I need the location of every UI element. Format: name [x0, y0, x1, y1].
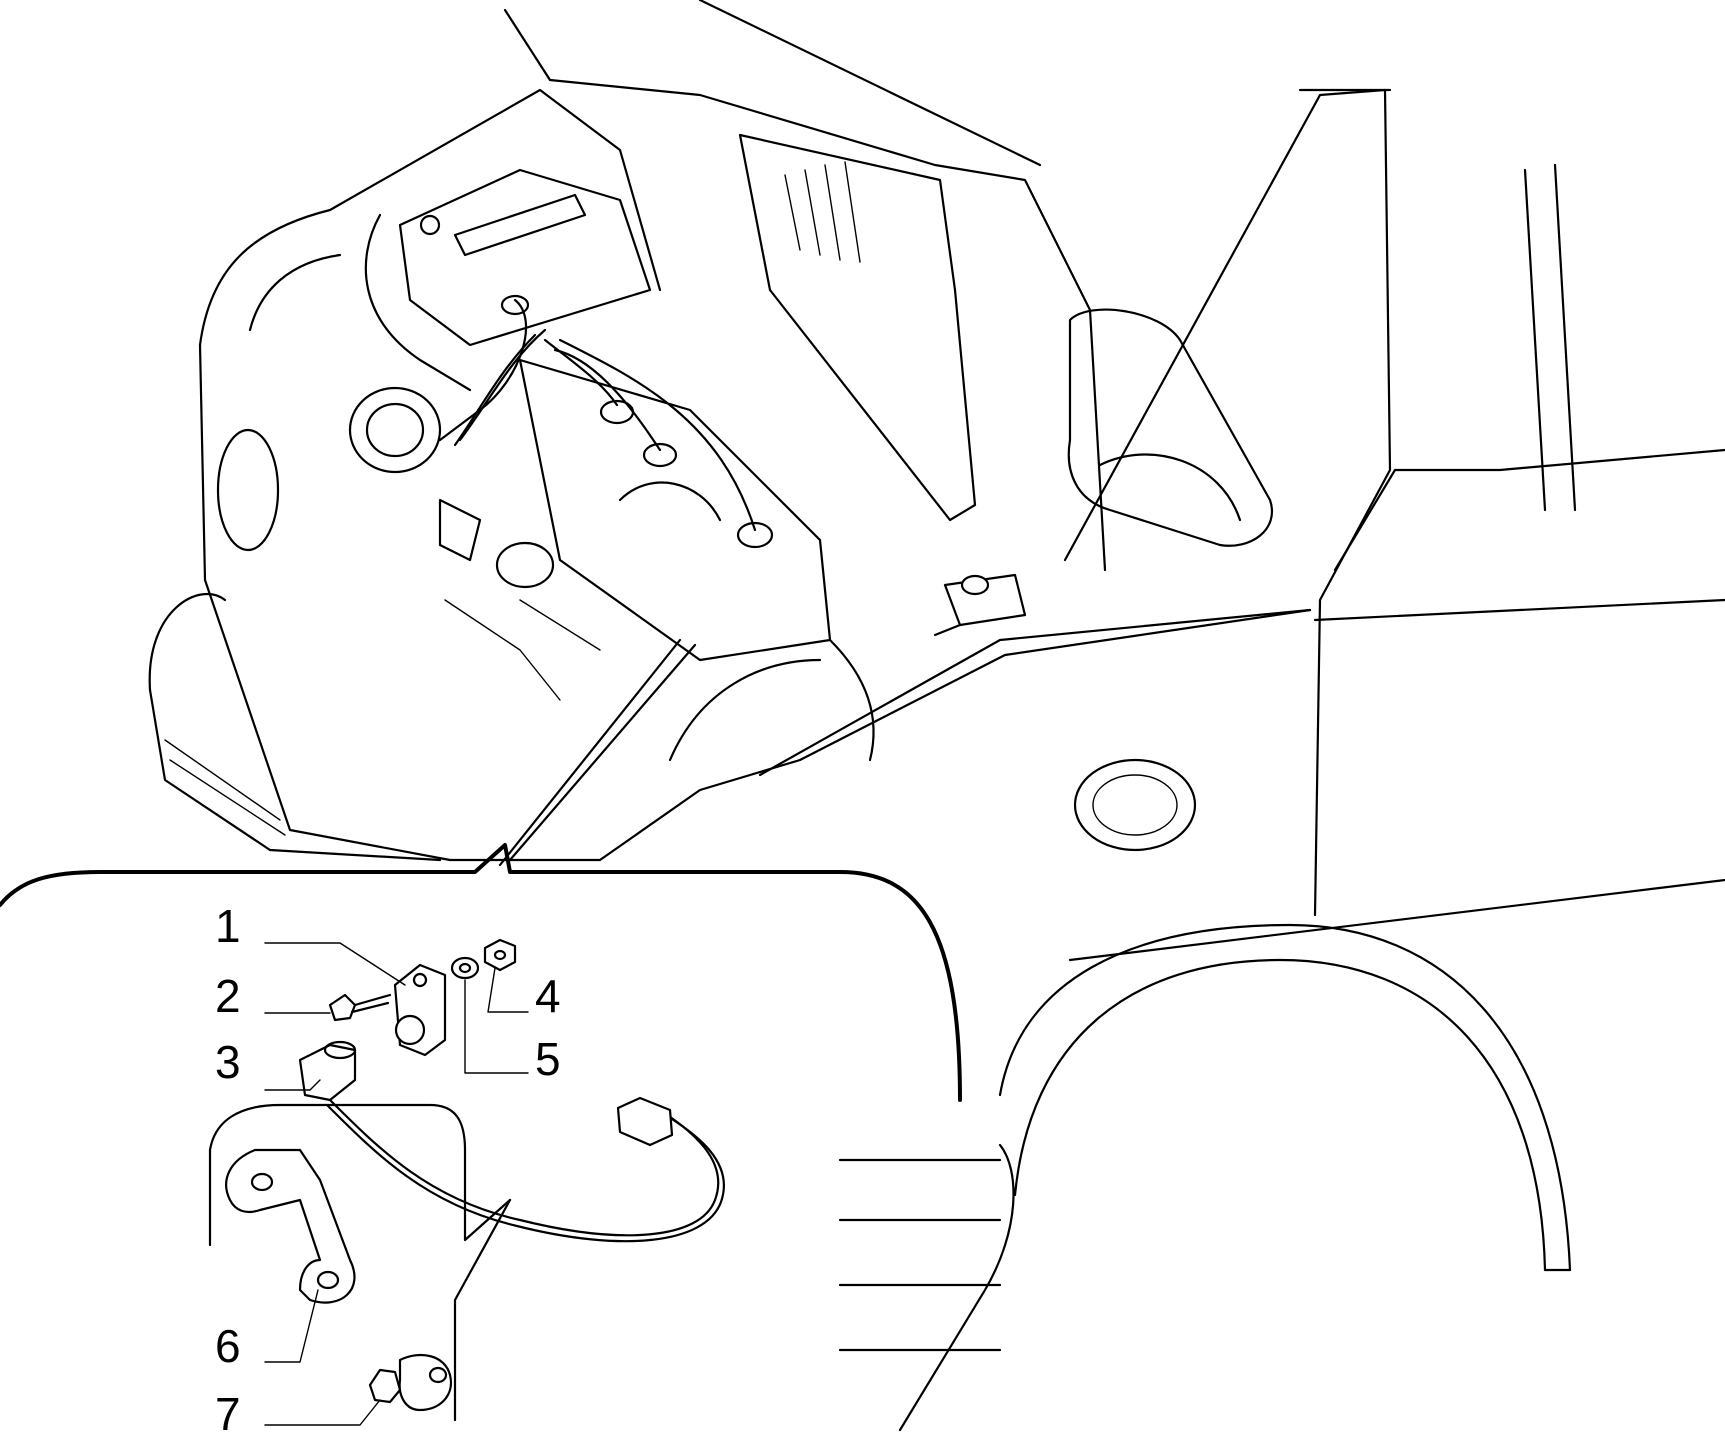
leader-5: [464, 979, 529, 1074]
door-window-line: [1333, 448, 1725, 572]
sill-ribs: [838, 1158, 1002, 1352]
sensor-cable: [328, 1098, 720, 1237]
b-pillar-lines: [1523, 163, 1577, 512]
parts: [208, 938, 725, 1422]
front-lamp: [216, 428, 280, 552]
side-repeater-lens: [1092, 774, 1178, 836]
callout-4: 4: [535, 970, 561, 1022]
part-6-mount-bracket: [225, 1148, 356, 1304]
callout-5: 5: [535, 1033, 561, 1085]
detail-leader: [498, 638, 697, 867]
bumper-trim: [164, 739, 286, 836]
part-4-nut: [483, 938, 517, 972]
sub-inset-leader: [453, 1198, 512, 1422]
leader-7: [264, 1399, 381, 1426]
bay-frame-inner: [248, 253, 342, 332]
callout-leaders: [264, 942, 529, 1426]
a-pillar: [1063, 88, 1392, 917]
inset-border: [0, 843, 962, 1102]
front-bumper-lower: [148, 688, 442, 862]
car-body: [148, 0, 1725, 1432]
callout-1: 1: [215, 900, 241, 952]
spark-plug-boots: [500, 294, 774, 549]
part-3-sensor-cable: [298, 1040, 725, 1243]
cylinder-head: [518, 358, 832, 662]
callout-3: 3: [215, 1036, 241, 1088]
alternator: [348, 386, 442, 474]
part-7-sensor-plug: [368, 1353, 453, 1412]
mirror-detail: [1098, 453, 1242, 522]
detail-inset: [0, 843, 962, 1102]
bonnet-edge: [698, 0, 1042, 167]
callout-numbers: 1 2 3 4 5 6 7: [215, 900, 561, 1440]
bay-frame-top: [198, 88, 662, 347]
door-beltline: [1313, 598, 1725, 622]
leader-1: [264, 942, 406, 986]
bay-frame-lower: [198, 343, 1312, 862]
battery-cover-strip: [453, 193, 587, 257]
bay-panel-curve: [668, 658, 822, 762]
battery: [398, 168, 652, 347]
side-repeater-lamp: [1073, 758, 1197, 852]
body-crease: [1068, 878, 1725, 962]
callout-2: 2: [215, 970, 241, 1022]
cable-connector: [616, 1096, 674, 1147]
engine-compartment: [348, 168, 1027, 762]
side-mirror: [1067, 308, 1273, 547]
bracket-body: [225, 1148, 356, 1304]
leader-3: [264, 1079, 321, 1091]
leader-4: [487, 967, 529, 1013]
callout-6: 6: [215, 1320, 241, 1372]
head-detail: [618, 481, 722, 522]
bonnet-inner-panel: [738, 133, 977, 522]
oil-filler-cap: [495, 541, 555, 589]
battery-terminal: [419, 214, 441, 236]
wheel-arch-inner: [1013, 958, 1547, 1272]
callout-7: 7: [215, 1388, 241, 1440]
bonnet-label-hatch: [784, 161, 861, 263]
carburettor: [438, 498, 482, 562]
part-2-bolt: [328, 993, 392, 1022]
ht-leads: [364, 213, 757, 532]
reservoir-hose: [933, 623, 962, 637]
part-5-washer: [450, 956, 480, 980]
fender-top: [758, 608, 1312, 777]
alternator-pulley: [365, 402, 425, 458]
leader-6: [264, 1289, 319, 1363]
part-1-sensor-bracket: [393, 963, 447, 1057]
linkages: [444, 599, 601, 701]
reservoir-cap: [960, 574, 990, 596]
sub-inset-border: [208, 1103, 512, 1247]
wheel-arch-lip: [898, 1143, 1015, 1432]
radiator-hose: [828, 638, 875, 762]
wheel-arch-outer: [998, 923, 1572, 1272]
front-bumper-upper: [148, 592, 227, 692]
